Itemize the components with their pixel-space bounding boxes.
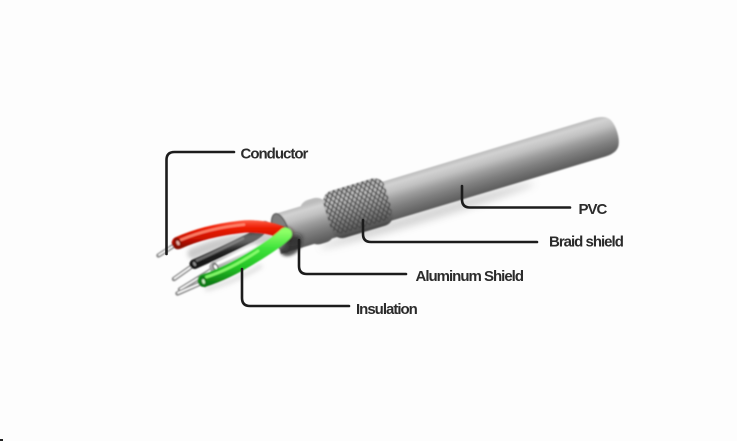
svg-text:Braid shield: Braid shield: [549, 233, 624, 250]
svg-text:Aluminum Shield: Aluminum Shield: [416, 268, 524, 285]
svg-text:PVC: PVC: [579, 201, 608, 218]
svg-text:Insulation: Insulation: [356, 301, 418, 318]
svg-text:Conductor: Conductor: [241, 146, 309, 163]
